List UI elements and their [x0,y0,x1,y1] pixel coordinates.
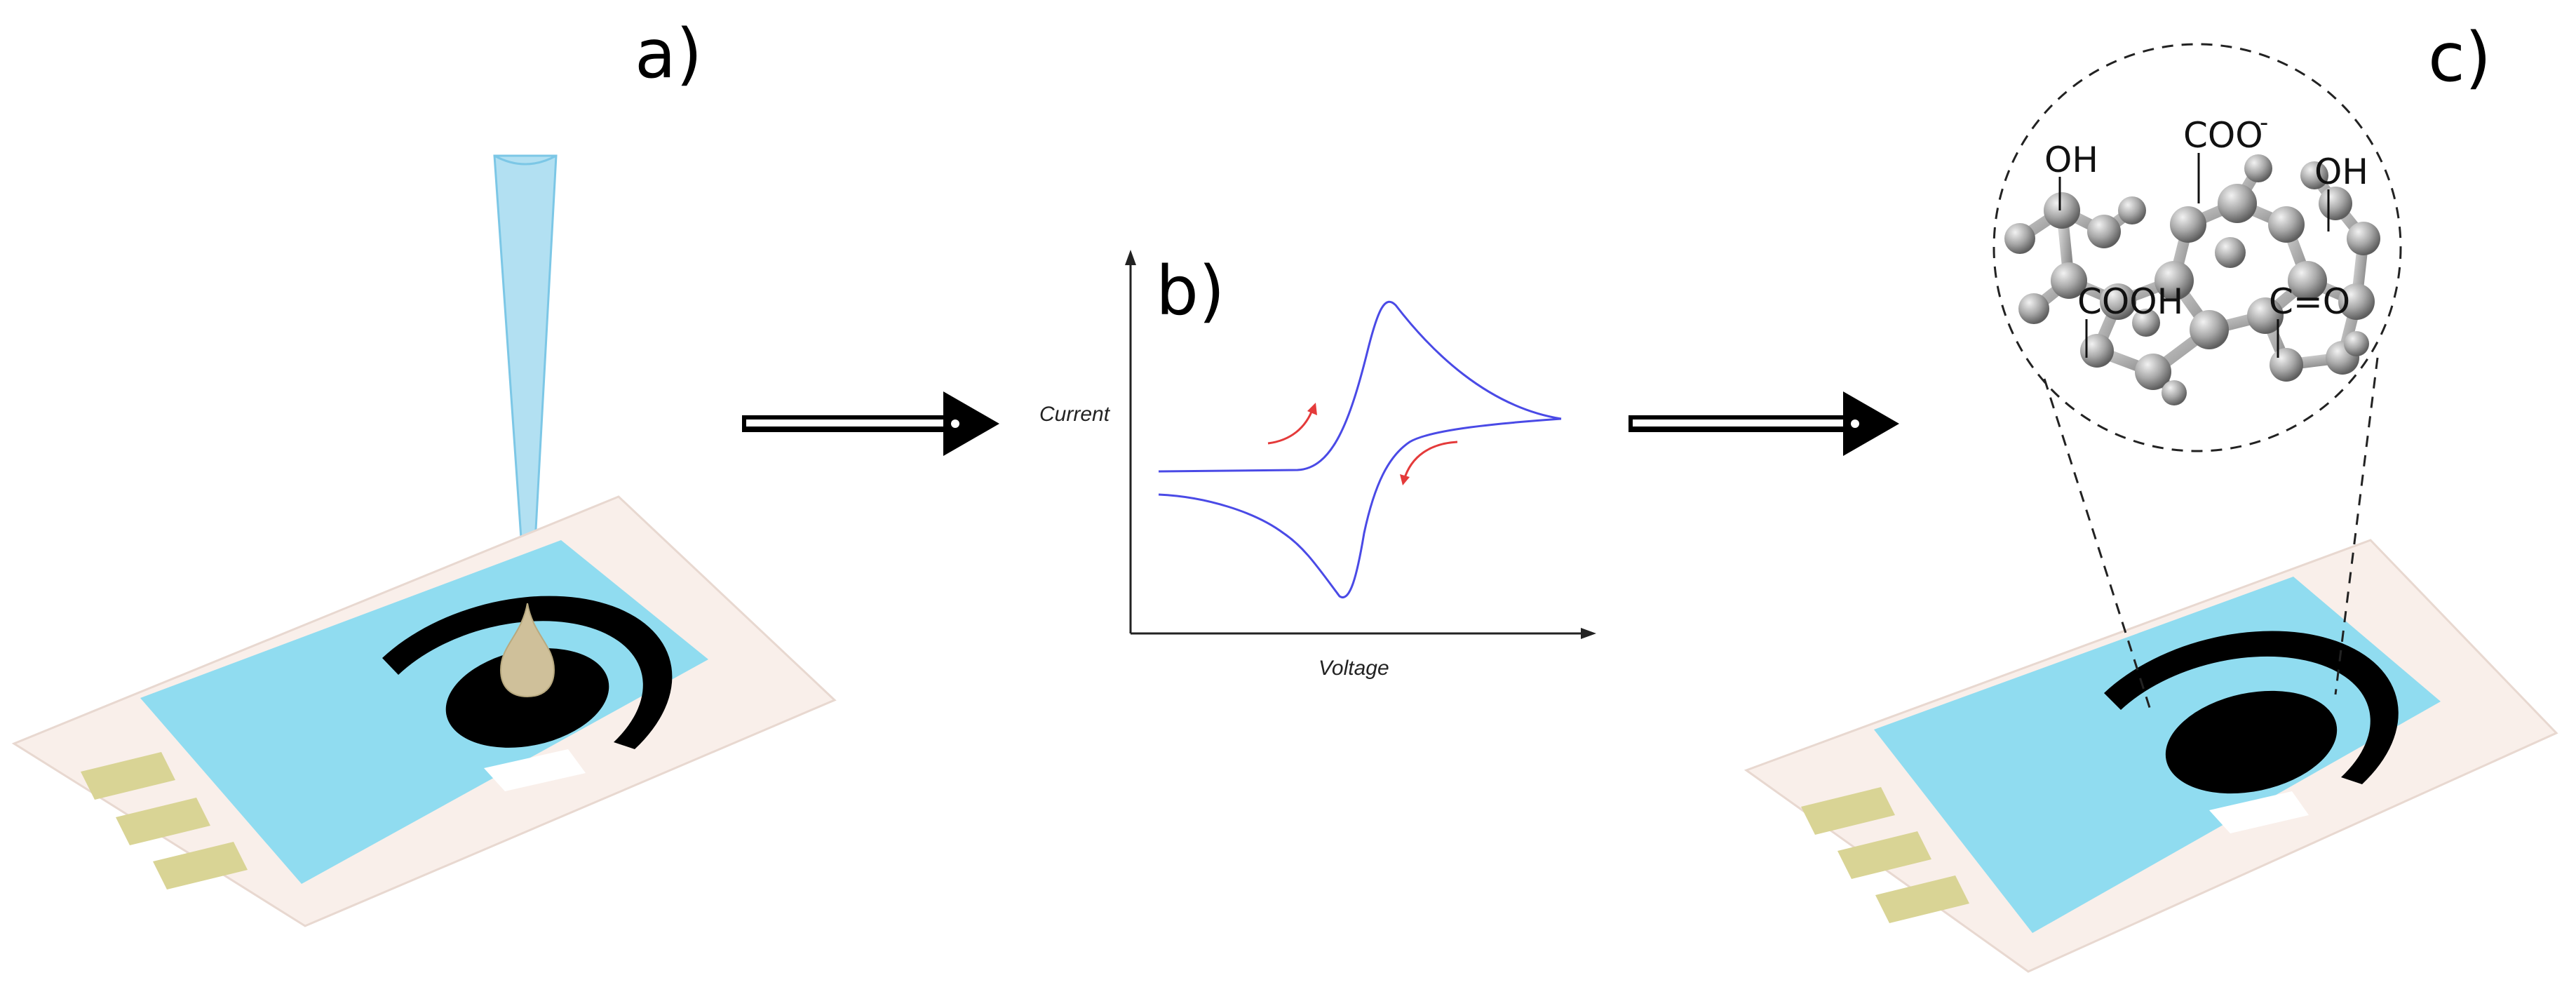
pipette-icon [493,154,558,570]
forward-scan-arrow [1267,408,1314,445]
electrode-area [140,540,708,884]
panel-b: b) Current Voltage [1039,250,1596,680]
panel-a: a) [11,15,837,927]
contact-pad [116,798,210,845]
cv-forward-sweep [1158,300,1562,473]
x-axis-arrowhead [1581,628,1596,639]
panel-a-label: a) [635,15,702,93]
reverse-scan-arrow [1403,441,1458,481]
panel-c-label: c) [2428,18,2491,97]
panel-c: c) [1744,18,2558,973]
zoom-line-right [2334,357,2379,695]
droplet-icon [499,603,555,698]
cv-reverse-sweep [1158,417,1562,598]
oh-label-left: OH [2044,140,2098,180]
contact-pad [153,842,248,889]
screen-printed-electrode-a [11,495,837,927]
working-electrode [445,648,609,748]
counter-electrode [2104,631,2399,784]
x-axis-label: Voltage [1319,657,1389,680]
scan-direction-arrows [1267,403,1458,485]
oh-label-right: OH [2314,152,2368,192]
reference-electrode [2209,791,2309,833]
reference-electrode [484,749,586,791]
functional-group-labels: OH COO - OH COOH C=O [2044,109,2368,358]
cooh-label: COOH [2077,281,2183,322]
zoom-circle [1992,43,2402,452]
y-axis-arrowhead [1125,250,1136,265]
zoom-callout [1992,43,2402,715]
y-axis-label: Current [1039,403,1111,426]
coo-charge: - [2260,109,2268,137]
contact-pad [1801,787,1895,835]
contact-pad [1837,831,1931,879]
co-label: C=O [2269,281,2350,322]
screen-printed-electrode-c [1744,539,2558,973]
counter-electrode [382,596,673,749]
contact-pad [1875,875,1969,923]
contact-pad [81,752,175,800]
coo-label: COO [2183,115,2263,156]
modified-working-electrode [2165,690,2338,794]
molecule-atoms [2004,154,2380,405]
graphene-oxide-molecule-icon [2004,154,2380,405]
process-arrow-icon [1628,391,1899,456]
panel-b-label: b) [1156,252,1225,330]
electrode-area [1874,577,2441,933]
process-arrow-icon [742,391,999,456]
cv-curve [1158,300,1562,598]
